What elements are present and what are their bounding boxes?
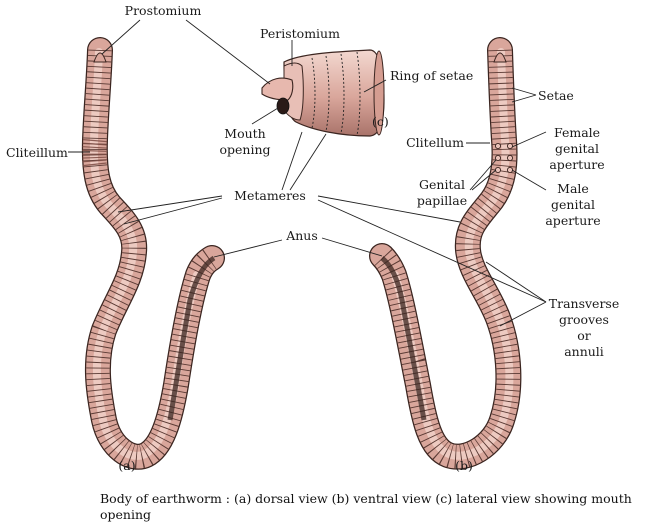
label-male-line3: aperture xyxy=(545,213,600,228)
label-mouth-line1: Mouth xyxy=(224,126,265,141)
label-papillae-line2: papillae xyxy=(417,193,467,208)
genital-papillae-dots xyxy=(494,142,514,174)
leader-mouth-opening xyxy=(251,107,279,125)
leader-metameres-1 xyxy=(281,131,303,191)
leader-metameres-3 xyxy=(117,195,223,213)
worm-b-prostomium-tip xyxy=(493,52,507,63)
label-prostomium: Prostomium xyxy=(125,3,202,18)
label-transverse-line1: Transverse xyxy=(549,296,619,311)
worm-a-clitellum-band xyxy=(82,139,107,168)
worm-dorsal-view xyxy=(81,37,225,470)
label-mouth-line2: opening xyxy=(219,142,270,157)
label-view-b: (b) xyxy=(455,458,473,473)
lateral-mouth-opening xyxy=(276,97,290,115)
worm-ventral-view xyxy=(369,37,522,470)
lateral-ring-3 xyxy=(340,53,345,134)
label-view-c: (c) xyxy=(372,114,389,129)
lateral-ring-2 xyxy=(325,55,330,132)
label-papillae-line1: Genital xyxy=(419,177,465,192)
leader-setae-2 xyxy=(511,94,537,103)
label-peristomium: Peristomium xyxy=(260,26,340,41)
leader-anus-b xyxy=(321,237,383,257)
label-clitellum-a: Cliteillum xyxy=(6,145,68,160)
labels: Prostomium Peristomium Ring of setae (c)… xyxy=(6,3,619,473)
worm-a-segments xyxy=(83,49,219,469)
leader-anus-a xyxy=(213,239,283,258)
label-anus: Anus xyxy=(285,228,318,243)
leader-prostomium-c xyxy=(185,19,271,85)
lateral-view-head xyxy=(261,49,385,137)
label-male-line2: genital xyxy=(551,197,595,212)
figure-caption: Body of earthworm : (a) dorsal view (b) … xyxy=(100,491,632,522)
label-ring-of-setae: Ring of setae xyxy=(390,68,473,83)
label-transverse-line3: or xyxy=(577,328,591,343)
leader-female-aperture xyxy=(511,131,547,148)
worm-b-tail-shading xyxy=(380,256,427,421)
leader-male-aperture xyxy=(511,169,547,191)
lateral-ring-4 xyxy=(356,51,361,136)
label-setae: Setae xyxy=(538,88,574,103)
leader-metameres-4 xyxy=(123,197,223,225)
label-transverse-line4: annuli xyxy=(564,344,604,359)
leader-setae-1 xyxy=(511,87,537,96)
leader-ring-of-setae xyxy=(363,79,387,93)
label-view-a: (a) xyxy=(118,458,135,473)
worm-a-tail-shading xyxy=(167,255,216,421)
leader-papillae-2 xyxy=(471,169,497,191)
leader-metameres-5 xyxy=(317,195,461,223)
lateral-ring-1 xyxy=(311,57,316,129)
leader-prostomium-a xyxy=(101,19,141,55)
leader-transverse-1 xyxy=(317,199,547,303)
label-transverse-line2: grooves xyxy=(559,312,609,327)
worm-a-outline xyxy=(81,37,225,470)
label-metameres: Metameres xyxy=(234,188,306,203)
lateral-cut-end xyxy=(373,50,385,136)
label-male-line1: Male xyxy=(557,181,589,196)
label-clitellum-b: Clitellum xyxy=(406,135,464,150)
worm-a-prostomium-tip xyxy=(93,52,107,63)
leader-metameres-2 xyxy=(289,133,327,191)
leader-transverse-2 xyxy=(485,261,547,303)
leader-transverse-3 xyxy=(499,301,547,327)
leader-papillae-1 xyxy=(469,159,497,191)
label-female-line1: Female xyxy=(554,125,600,140)
label-female-line3: aperture xyxy=(549,157,604,172)
leader-lines xyxy=(68,19,547,327)
label-female-line2: genital xyxy=(555,141,599,156)
worm-b-outline xyxy=(369,37,522,470)
